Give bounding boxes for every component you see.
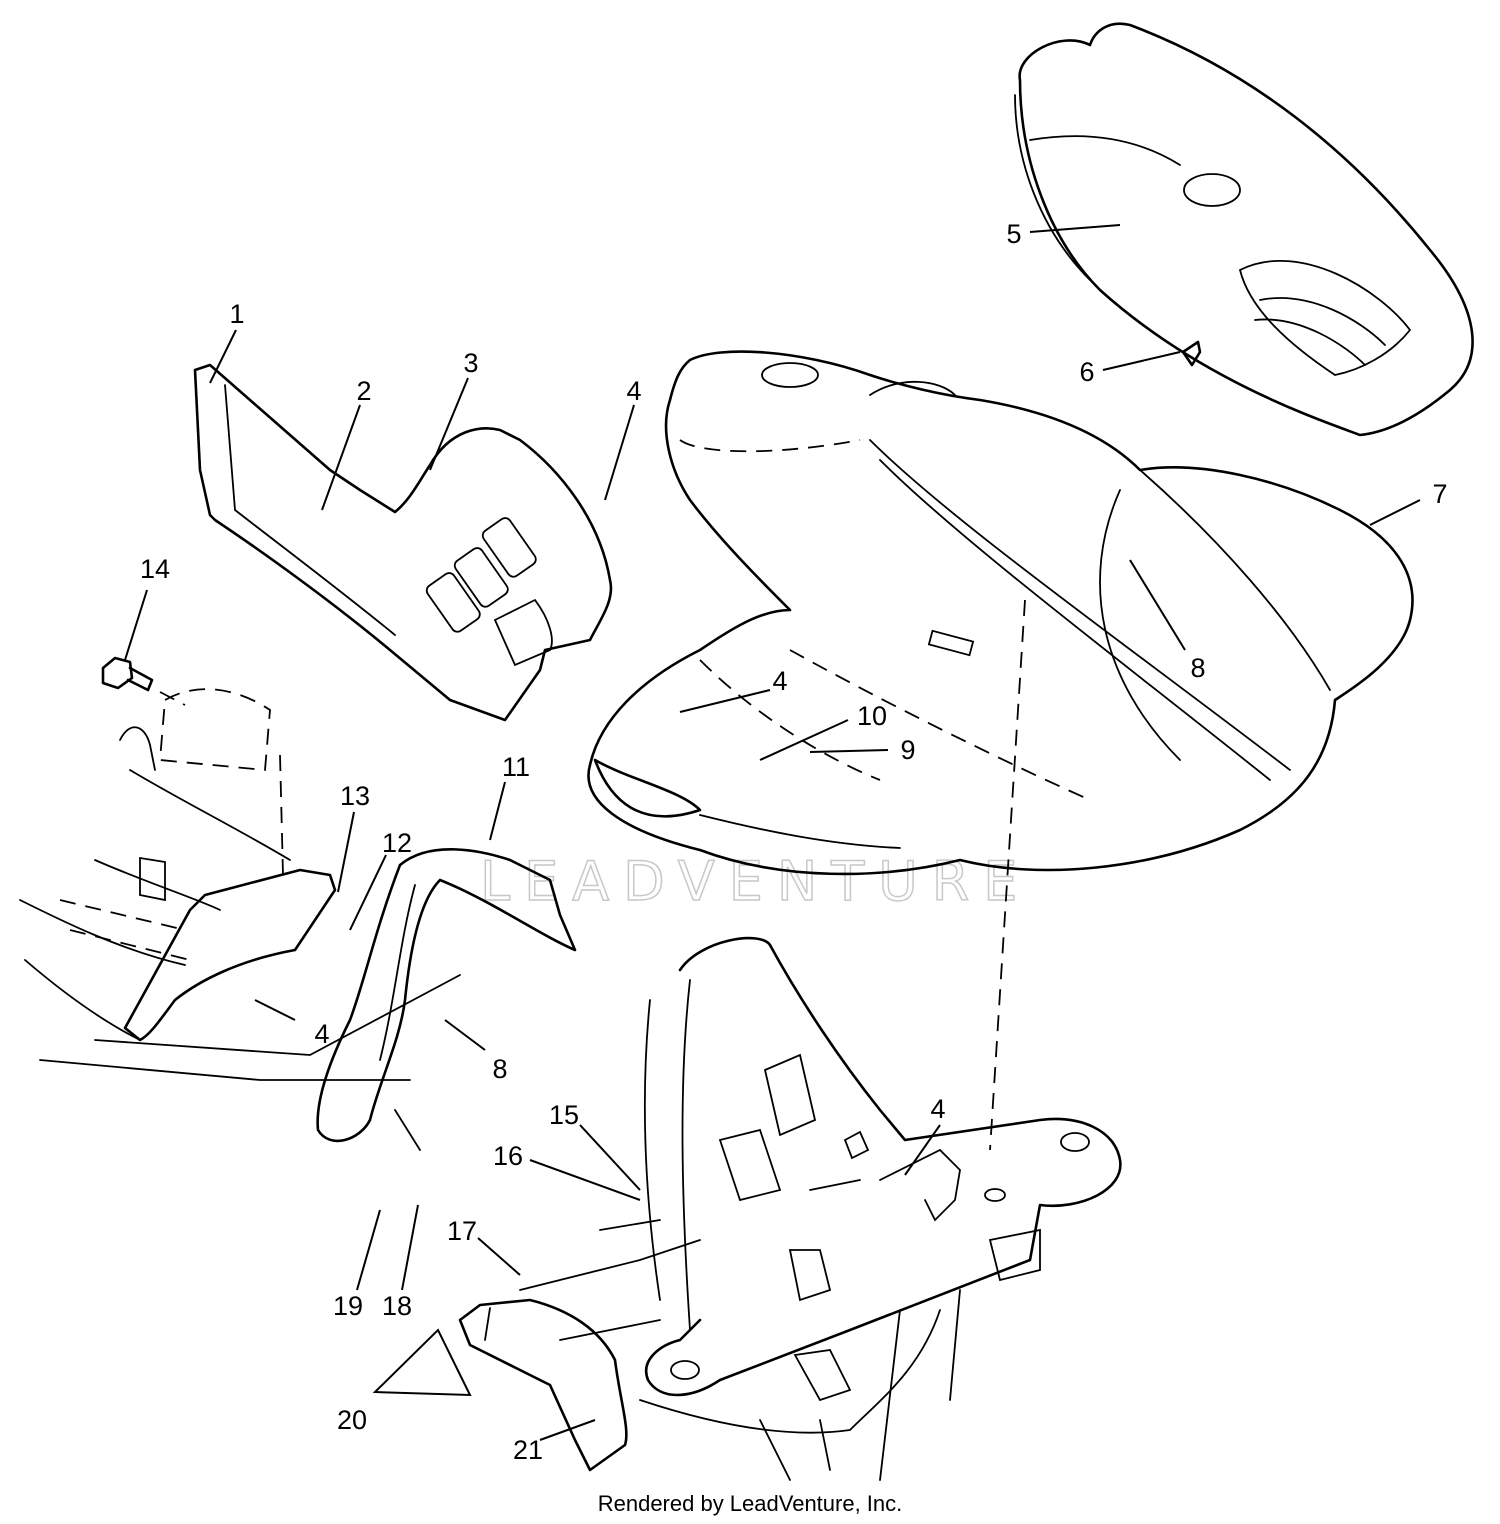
callout-3: 3 [463,348,478,378]
callout-15: 15 [549,1100,579,1130]
callout-12: 12 [382,828,412,858]
callout-14: 14 [140,554,170,584]
leader-lines [124,224,1421,1441]
callout-4-frame: 4 [930,1094,945,1124]
part-14-bolt [101,656,186,706]
front-frame-footwell [19,688,461,1081]
callout-19: 19 [333,1291,363,1321]
part-11-fender-flare [316,848,577,1151]
rear-frame [519,599,1122,1481]
part-21-guard [458,1298,628,1472]
callout-6: 6 [1079,357,1094,387]
callout-5: 5 [1006,219,1021,249]
callout-7: 7 [1432,479,1447,509]
part-2-3-front-panel [193,363,613,722]
callout-11: 11 [502,752,530,782]
watermark-text: LEADVENTURE [480,850,1031,913]
callout-4-footwell: 4 [314,1019,329,1049]
callout-8-fender: 8 [1190,653,1205,683]
callout-17: 17 [447,1216,477,1246]
part-5-seat [1014,22,1474,437]
callout-16: 16 [493,1141,523,1171]
part-6-clip [1181,340,1202,367]
callout-13: 13 [340,781,370,811]
callout-4-fender: 4 [772,666,787,696]
callout-21: 21 [513,1435,543,1465]
callout-4-top: 4 [626,376,641,406]
callout-10: 10 [857,701,887,731]
callout-20: 20 [337,1405,367,1435]
part-7-rear-fender [587,350,1414,876]
footer-credit: Rendered by LeadVenture, Inc. [597,1491,903,1516]
callout-18: 18 [382,1291,412,1321]
callout-9: 9 [900,735,915,765]
callout-1: 1 [229,299,244,329]
callout-8-flare: 8 [492,1054,507,1084]
callout-2: 2 [356,376,371,406]
